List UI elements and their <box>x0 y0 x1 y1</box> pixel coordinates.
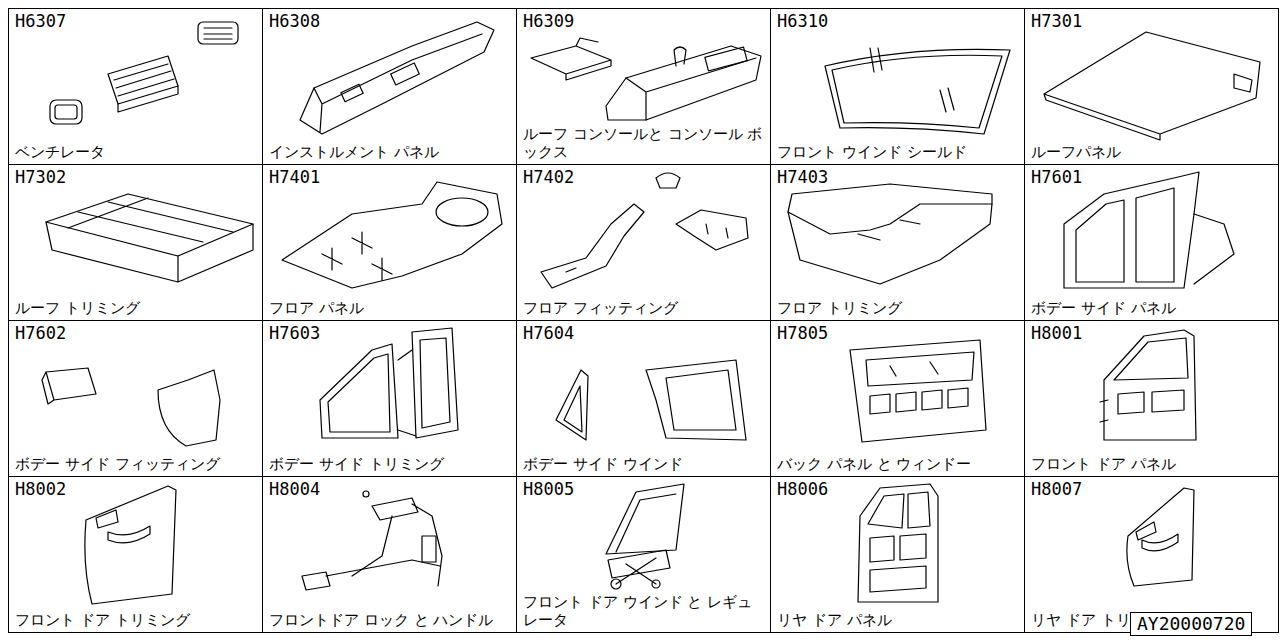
part-code: H8004 <box>269 479 510 499</box>
part-code: H7402 <box>523 167 764 187</box>
part-name: フロント ドア ウインド と レギュレータ <box>523 593 763 629</box>
part-name: インストルメント パネル <box>269 143 509 161</box>
part-group-cell: H8006 リヤ ドア パネル <box>770 476 1025 633</box>
part-group-cell: H8007リヤ ドア トリミング <box>1024 476 1279 633</box>
part-group-cell: H7604 ボデー サイド ウインド <box>516 320 771 477</box>
part-name: フロントドア ロック と ハンドル <box>269 611 509 629</box>
part-name: ルーフ トリミング <box>15 299 255 317</box>
rear-door-panel-drawing <box>858 484 938 602</box>
front-door-panel-drawing <box>1100 330 1196 440</box>
part-group-cell: H7302 ルーフ トリミング <box>8 164 263 321</box>
body-side-panel-drawing <box>1064 172 1234 288</box>
part-code: H7602 <box>15 323 256 343</box>
floor-panel-drawing <box>282 182 502 288</box>
part-group-cell: H8004 フロントドア ロック と ハンドル <box>262 476 517 633</box>
part-name: フロント ウインド シールド <box>777 143 1017 161</box>
part-code: H8006 <box>777 479 1018 499</box>
body-side-fitting-drawing <box>42 368 220 446</box>
part-name: フロア パネル <box>269 299 509 317</box>
part-code: H6309 <box>523 11 764 31</box>
part-group-cell: H8002 フロント ドア トリミング <box>8 476 263 633</box>
part-code: H6308 <box>269 11 510 31</box>
part-code: H7403 <box>777 167 1018 187</box>
ventilator-drawing <box>50 22 238 124</box>
part-code: H7603 <box>269 323 510 343</box>
part-code: H6307 <box>15 11 256 31</box>
part-code: H8001 <box>1031 323 1272 343</box>
part-group-cell: H7301 ルーフパネル <box>1024 8 1279 165</box>
console-drawing <box>531 38 761 120</box>
part-code: H7401 <box>269 167 510 187</box>
part-name: フロア トリミング <box>777 299 1017 317</box>
part-group-cell: H6307 ベンチレータ <box>8 8 263 165</box>
part-name: フロア フィッティング <box>523 299 763 317</box>
part-code: H7301 <box>1031 11 1272 31</box>
part-name: ルーフ コンソールと コンソール ボックス <box>523 125 763 161</box>
floor-fitting-drawing <box>541 173 748 288</box>
part-code: H7601 <box>1031 167 1272 187</box>
part-name: フロント ドア パネル <box>1031 455 1271 473</box>
part-code: H8002 <box>15 479 256 499</box>
part-group-cell: H6308 インストルメント パネル <box>262 8 517 165</box>
part-code: H8007 <box>1031 479 1272 499</box>
window-regulator-drawing <box>606 484 684 589</box>
body-side-trim-drawing <box>320 328 458 438</box>
part-group-cell: H7602 ボデー サイド フィッティング <box>8 320 263 477</box>
part-group-cell: H7601 ボデー サイド パネル <box>1024 164 1279 321</box>
part-group-cell: H7603 ボデー サイド トリミング <box>262 320 517 477</box>
part-code: H8005 <box>523 479 764 499</box>
instrument-panel-drawing <box>300 22 494 134</box>
part-group-cell: H7401 フロア パネル <box>262 164 517 321</box>
part-group-cell: H8001 フロント ドア パネル <box>1024 320 1279 477</box>
part-code: H7805 <box>777 323 1018 343</box>
roof-trim-drawing <box>46 194 253 282</box>
part-group-cell: H7805 バック パネル と ウィンドー <box>770 320 1025 477</box>
part-name: ボデー サイド フィッティング <box>15 455 255 473</box>
part-name: ボデー サイド ウインド <box>523 455 763 473</box>
part-name: ボデー サイド パネル <box>1031 299 1271 317</box>
part-group-cell: H7402 フロア フィッティング <box>516 164 771 321</box>
part-group-cell: H6309 ルーフ コンソールと コンソール ボックス <box>516 8 771 165</box>
part-name: フロント ドア トリミング <box>15 611 255 629</box>
body-side-window-drawing <box>556 360 746 440</box>
windshield-drawing <box>825 48 1010 134</box>
front-door-trim-drawing <box>85 486 176 604</box>
part-code: H6310 <box>777 11 1018 31</box>
part-group-cell: H7403 フロア トリミング <box>770 164 1025 321</box>
part-name: ボデー サイド トリミング <box>269 455 509 473</box>
door-lock-handle-drawing <box>302 491 442 590</box>
part-group-cell: H6310 フロント ウインド シールド <box>770 8 1025 165</box>
part-code: H7302 <box>15 167 256 187</box>
part-group-cell: H8005 フロント ドア ウインド と レギュレータ <box>516 476 771 633</box>
part-name: バック パネル と ウィンドー <box>777 455 1017 473</box>
roof-panel-drawing <box>1044 32 1260 140</box>
part-name: ルーフパネル <box>1031 143 1271 161</box>
drawing-number: AY20000720 <box>1130 612 1252 636</box>
part-code: H7604 <box>523 323 764 343</box>
floor-trim-drawing <box>788 184 992 284</box>
rear-door-trim-drawing <box>1127 488 1194 586</box>
back-panel-drawing <box>850 340 986 442</box>
part-name: ベンチレータ <box>15 143 255 161</box>
part-name: リヤ ドア パネル <box>777 611 1017 629</box>
